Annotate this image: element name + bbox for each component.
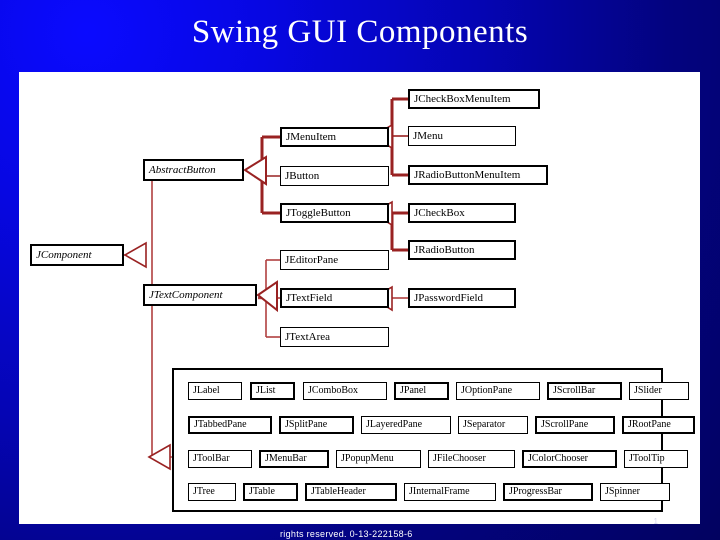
- group-node-jlayeredpane[interactable]: JLayeredPane: [361, 416, 451, 434]
- group-node-jpopupmenu[interactable]: JPopupMenu: [336, 450, 421, 468]
- group-node-jscrollbar[interactable]: JScrollBar: [547, 382, 622, 400]
- node-jtogglebutton[interactable]: JToggleButton: [280, 203, 389, 223]
- group-node-jlist[interactable]: JList: [250, 382, 295, 400]
- group-node-jscrollpane[interactable]: JScrollPane: [535, 416, 615, 434]
- arrowhead-jtextcomponent: [256, 280, 278, 313]
- group-node-jtableheader[interactable]: JTableHeader: [305, 483, 397, 501]
- group-node-jtoolbar[interactable]: JToolBar: [188, 450, 252, 468]
- group-node-jtooltip[interactable]: JToolTip: [624, 450, 688, 468]
- node-jradiobuttonmenuitem[interactable]: JRadioButtonMenuItem: [408, 165, 548, 185]
- node-jtextcomponent[interactable]: JTextComponent: [143, 284, 257, 306]
- node-jmenuitem[interactable]: JMenuItem: [280, 127, 389, 147]
- node-jtextarea[interactable]: JTextArea: [280, 327, 389, 347]
- group-node-joptionpane[interactable]: JOptionPane: [456, 382, 540, 400]
- content-canvas: JComponent AbstractButton JTextComponent…: [19, 72, 700, 524]
- arrowhead-abstractbutton: [243, 155, 267, 186]
- node-jmenu[interactable]: JMenu: [408, 126, 516, 146]
- node-jcheckboxmenuitem[interactable]: JCheckBoxMenuItem: [408, 89, 540, 109]
- group-node-jtable[interactable]: JTable: [243, 483, 298, 501]
- group-node-jprogressbar[interactable]: JProgressBar: [503, 483, 593, 501]
- node-jradiobutton[interactable]: JRadioButton: [408, 240, 516, 260]
- node-jcheckbox[interactable]: JCheckBox: [408, 203, 516, 223]
- connector-jcomponent-spine: [124, 169, 172, 458]
- arrowhead-group-box: [147, 443, 171, 471]
- footer-copyright: rights reserved. 0-13-222158-6: [280, 529, 413, 539]
- node-jpasswordfield[interactable]: JPasswordField: [408, 288, 516, 308]
- group-node-jslider[interactable]: JSlider: [629, 382, 689, 400]
- group-node-jrootpane[interactable]: JRootPane: [622, 416, 695, 434]
- page-number: 1: [653, 517, 658, 526]
- group-node-jcombobox[interactable]: JComboBox: [303, 382, 387, 400]
- group-node-jfilechooser[interactable]: JFileChooser: [428, 450, 515, 468]
- group-node-jmenubar[interactable]: JMenuBar: [259, 450, 329, 468]
- group-node-jseparator[interactable]: JSeparator: [458, 416, 528, 434]
- group-node-jpanel[interactable]: JPanel: [394, 382, 449, 400]
- group-node-jspinner[interactable]: JSpinner: [600, 483, 670, 501]
- group-node-jinternalframe[interactable]: JInternalFrame: [404, 483, 496, 501]
- node-jtextfield[interactable]: JTextField: [280, 288, 389, 308]
- group-node-jtree[interactable]: JTree: [188, 483, 236, 501]
- node-jeditorpane[interactable]: JEditorPane: [280, 250, 389, 270]
- node-jbutton[interactable]: JButton: [280, 166, 389, 186]
- group-node-jcolorchooser[interactable]: JColorChooser: [522, 450, 617, 468]
- node-abstractbutton[interactable]: AbstractButton: [143, 159, 244, 181]
- node-jcomponent[interactable]: JComponent: [30, 244, 124, 266]
- group-node-jlabel[interactable]: JLabel: [188, 382, 242, 400]
- page-title: Swing GUI Components: [191, 14, 529, 50]
- arrowhead-jcomponent: [123, 241, 147, 269]
- group-node-jsplitpane[interactable]: JSplitPane: [279, 416, 354, 434]
- group-node-jtabbedpane[interactable]: JTabbedPane: [188, 416, 272, 434]
